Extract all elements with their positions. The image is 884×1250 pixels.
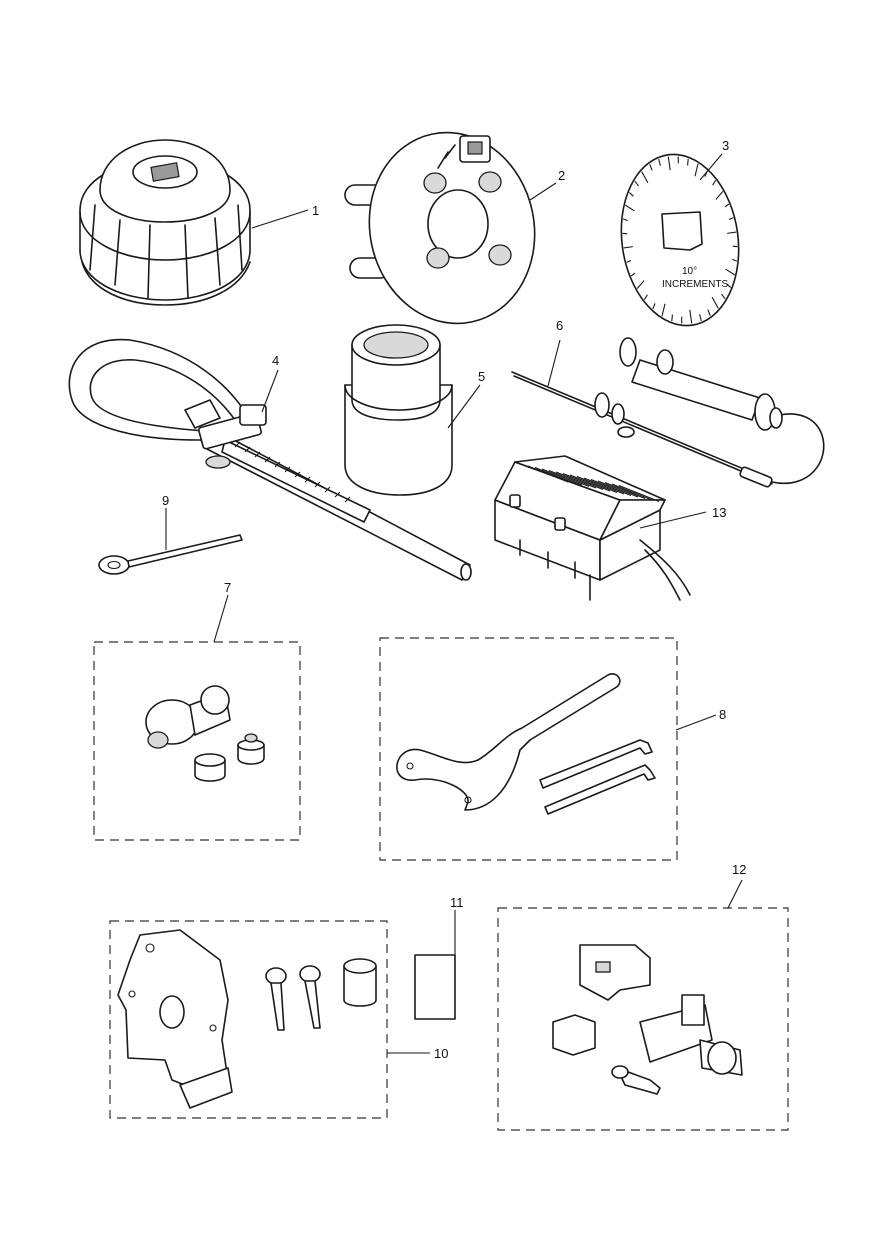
disc-tick <box>728 217 734 221</box>
module-fin <box>583 477 625 495</box>
callout-10: 10 <box>434 1046 448 1061</box>
part-10-bracket-set <box>117 929 377 1109</box>
disc-tick <box>649 164 653 171</box>
callout-2: 2 <box>558 168 565 183</box>
disc-tick <box>634 180 639 187</box>
leader-7 <box>213 594 229 643</box>
disc-tick <box>689 309 693 324</box>
disc-tick <box>732 245 738 248</box>
callout-8: 8 <box>719 707 726 722</box>
disc-tick <box>726 283 732 288</box>
callout-1: 1 <box>312 203 319 218</box>
kit-8-box <box>379 637 678 861</box>
disc-tick <box>625 204 635 212</box>
module-fin <box>576 475 618 494</box>
callout-5: 5 <box>478 369 485 384</box>
module-fin <box>618 484 660 503</box>
disc-tick <box>725 268 735 276</box>
disc-tick <box>699 314 702 321</box>
disc-tick <box>658 159 661 166</box>
leader-12 <box>727 879 743 909</box>
module-fin <box>548 469 590 488</box>
part-7-puller-set <box>145 685 265 782</box>
part-1-oil-filter-socket <box>79 139 251 306</box>
disc-tick <box>622 232 628 235</box>
module-fin <box>590 478 632 497</box>
module-fin <box>527 465 569 483</box>
module-fin <box>541 468 583 486</box>
leader-6 <box>547 339 561 387</box>
disc-tick <box>641 171 649 184</box>
disc-label-degrees: 10° <box>682 266 697 277</box>
part-13-electronic-module <box>494 455 691 601</box>
module-fin <box>555 471 597 489</box>
callout-4: 4 <box>272 353 279 368</box>
part-5-sleeve <box>344 324 453 496</box>
disc-tick <box>671 314 673 322</box>
disc-tick <box>707 309 711 316</box>
leader-13 <box>639 511 707 529</box>
disc-tick <box>711 296 719 309</box>
callout-7: 7 <box>224 580 231 595</box>
disc-tick <box>622 218 628 222</box>
leader-2 <box>529 182 557 201</box>
disc-label-increments: INCREMENTS <box>662 279 728 290</box>
kit-12-box <box>497 907 789 1131</box>
disc-tick <box>623 246 633 249</box>
callout-12: 12 <box>732 862 746 877</box>
disc-tick <box>724 203 730 208</box>
disc-tick <box>643 294 648 300</box>
kit-7-box <box>93 641 301 841</box>
disc-tick <box>712 180 717 186</box>
callout-11: 11 <box>450 895 464 910</box>
leader-5 <box>447 384 481 429</box>
disc-tick <box>732 258 738 262</box>
part-9-ring-pin <box>98 534 243 575</box>
part-6-gauge-tool <box>511 337 825 488</box>
module-fin <box>562 472 604 491</box>
disc-tick <box>721 293 726 300</box>
disc-tick <box>661 303 666 317</box>
disc-tick <box>628 192 634 197</box>
disc-tick <box>636 280 645 289</box>
disc-tick <box>626 259 632 263</box>
part-12-tool-set <box>552 944 743 1095</box>
callout-6: 6 <box>556 318 563 333</box>
part-4-strap-wrench <box>68 338 472 581</box>
leader-3 <box>699 153 723 181</box>
module-fin <box>534 466 576 485</box>
disc-tick <box>727 231 737 234</box>
part-3-degree-disc: 10° INCREMENTS <box>620 153 740 327</box>
callout-3: 3 <box>722 138 729 153</box>
disc-tick <box>652 303 656 310</box>
callout-13: 13 <box>712 505 726 520</box>
part-8-hook-wrench-set <box>396 673 656 815</box>
module-fin <box>569 474 611 492</box>
part-11-card <box>414 954 456 1020</box>
leader-4 <box>261 369 279 413</box>
module-fin <box>597 480 639 498</box>
part-2-holding-plate <box>344 131 536 325</box>
disc-tick <box>687 158 689 166</box>
disc-tick <box>694 163 699 177</box>
leader-8 <box>675 714 717 731</box>
disc-tick <box>667 156 671 171</box>
disc-tick <box>630 272 636 277</box>
kit-10-box <box>109 920 388 1119</box>
module-fin <box>611 483 653 501</box>
module-fin <box>604 481 646 500</box>
leader-1 <box>251 209 309 229</box>
disc-tick <box>715 191 724 200</box>
callout-9: 9 <box>162 493 169 508</box>
